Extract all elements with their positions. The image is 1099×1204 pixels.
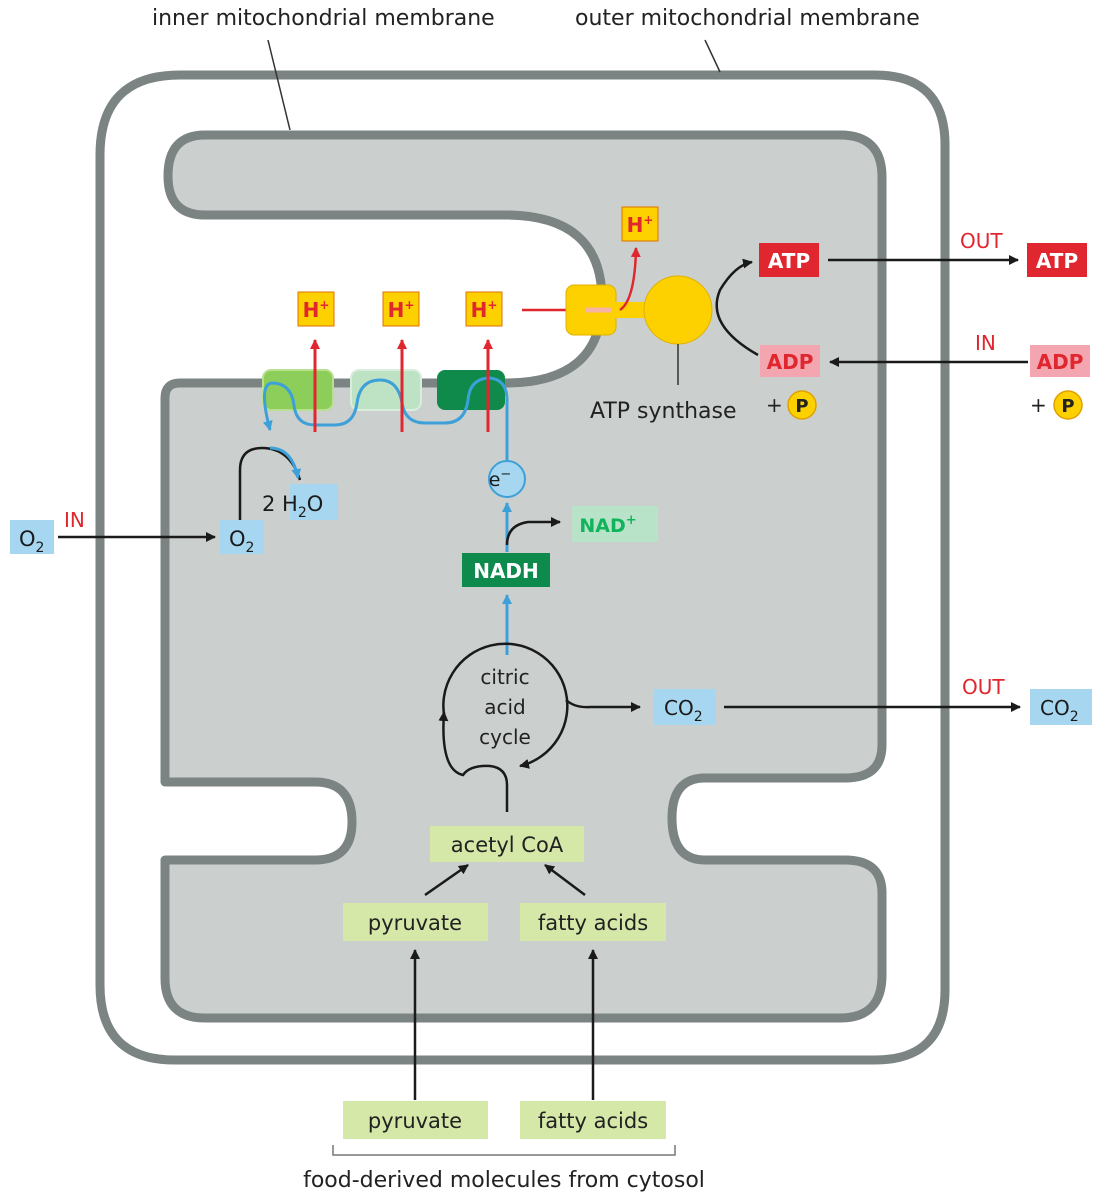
cycle-to-co2-arrow (565, 699, 641, 712)
svg-text:fatty acids: fatty acids (538, 911, 648, 935)
svg-text:H+: H+ (627, 213, 654, 237)
pyruvate-box-inside: pyruvate (343, 903, 488, 941)
svg-text:e−: e− (489, 467, 512, 491)
outer-membrane-leader (704, 39, 721, 73)
citric-acid-cycle: citric acid cycle (438, 642, 569, 812)
phosphate-outside: + P (1030, 390, 1083, 420)
svg-text:O2: O2 (19, 527, 44, 556)
co2-out-label: OUT (962, 675, 1005, 699)
svg-text:NADH: NADH (473, 559, 539, 583)
nadh-to-nad-arrow (505, 517, 561, 546)
water-box: 2 H2O (262, 484, 338, 521)
svg-text:2 H2O: 2 H2O (262, 492, 323, 521)
cytosol-caption: food-derived molecules from cytosol (303, 1168, 705, 1193)
cytosol-bracket (332, 1145, 676, 1156)
acetyl-coa-box: acetyl CoA (430, 826, 584, 862)
h-plus-box-1: H+ (297, 291, 335, 327)
adp-box-inside: ADP (760, 345, 820, 377)
outer-membrane-label: outer mitochondrial membrane (575, 6, 920, 31)
svg-text:+: + (766, 393, 783, 417)
complex-1 (262, 369, 334, 411)
atp-synthase-label: ATP synthase (590, 399, 737, 424)
svg-text:P: P (795, 396, 808, 417)
svg-text:P: P (1061, 396, 1074, 417)
atp-out-label: OUT (960, 229, 1003, 253)
svg-text:+: + (1030, 393, 1047, 417)
adp-box-outside: ADP (1030, 345, 1090, 377)
svg-text:acid: acid (484, 695, 526, 719)
svg-text:pyruvate: pyruvate (368, 911, 462, 935)
svg-text:fatty acids: fatty acids (538, 1109, 648, 1133)
fatty-acids-box-cytosol: fatty acids (520, 1101, 666, 1139)
pyruvate-box-cytosol: pyruvate (343, 1101, 488, 1139)
svg-text:pyruvate: pyruvate (368, 1109, 462, 1133)
atp-box-inside: ATP (759, 243, 819, 277)
svg-text:ATP: ATP (1036, 249, 1078, 273)
svg-text:acetyl CoA: acetyl CoA (451, 833, 564, 857)
o2-in-label: IN (64, 508, 85, 532)
atp-synthase (522, 247, 713, 385)
svg-text:H+: H+ (388, 298, 415, 322)
nadh-box: NADH (462, 553, 550, 587)
svg-text:ADP: ADP (1037, 350, 1084, 374)
h-plus-box-2: H+ (382, 291, 420, 327)
fatty-acids-box-inside: fatty acids (520, 903, 666, 941)
svg-text:ATP: ATP (768, 249, 810, 273)
co2-box-inside: CO2 (654, 689, 716, 725)
adp-in-label: IN (975, 331, 996, 355)
pyruvate-to-acetyl-arrow (424, 863, 469, 897)
phosphate-inside: + P (766, 390, 817, 420)
svg-text:citric: citric (480, 665, 529, 689)
svg-text:H+: H+ (303, 298, 330, 322)
svg-text:ADP: ADP (767, 350, 814, 374)
water-blue-arrow (269, 446, 302, 479)
electron-circle: e− (488, 460, 526, 498)
inner-membrane-leader (267, 39, 291, 131)
h-plus-box-top: H+ (621, 206, 659, 242)
svg-text:CO2: CO2 (664, 696, 703, 725)
electron-path (262, 376, 509, 465)
h-plus-box-3: H+ (465, 291, 503, 327)
svg-text:NAD+: NAD+ (579, 513, 636, 537)
svg-text:O2: O2 (229, 527, 254, 556)
svg-text:H+: H+ (471, 298, 498, 322)
fatty-acids-to-acetyl-arrow (544, 864, 586, 896)
proton-arrows (310, 339, 493, 432)
o2-box-outside: O2 (10, 520, 54, 556)
inner-membrane-label: inner mitochondrial membrane (152, 6, 495, 31)
nad-plus-box: NAD+ (572, 506, 658, 542)
adp-to-atp-arrow (715, 258, 759, 357)
co2-box-outside: CO2 (1030, 689, 1092, 725)
o2-box-inside: O2 (220, 520, 264, 556)
svg-text:CO2: CO2 (1040, 696, 1079, 725)
atp-box-outside: ATP (1027, 243, 1087, 277)
svg-text:cycle: cycle (479, 725, 531, 749)
